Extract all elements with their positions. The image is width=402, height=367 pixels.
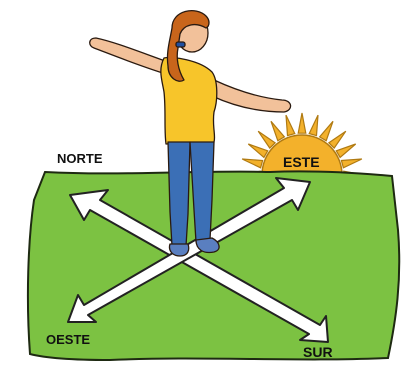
sun-ray <box>297 112 307 134</box>
sun-ray <box>318 120 334 142</box>
sun-ray <box>308 114 319 137</box>
sun-ray <box>241 158 264 169</box>
sun-ray <box>270 120 286 142</box>
sun-icon <box>239 112 365 180</box>
sun-ray <box>340 158 363 169</box>
sun-ray <box>285 114 296 137</box>
label-south: SUR <box>303 344 333 360</box>
sun-ray <box>327 130 347 150</box>
label-east: ESTE <box>283 154 320 170</box>
person-illustration <box>89 10 292 257</box>
label-west: OESTE <box>46 332 90 347</box>
arrow-northwest-southeast <box>69 189 329 343</box>
sun-ray <box>257 130 277 150</box>
label-north: NORTE <box>57 151 103 166</box>
sun-ray <box>247 143 269 159</box>
sun-ray <box>335 143 357 159</box>
